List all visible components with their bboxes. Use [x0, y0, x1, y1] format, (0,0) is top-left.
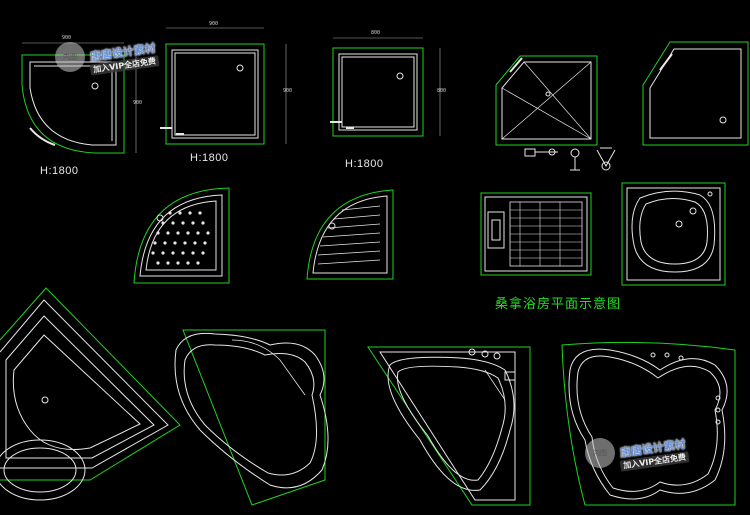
square-bathtub-plan [621, 182, 726, 286]
tray-ribs [317, 205, 381, 265]
sauna-caption: 桑拿浴房平面示意图 [495, 297, 622, 312]
quadrant-shower-tray-dotted [133, 187, 230, 284]
faucet-symbols [524, 147, 616, 171]
watermark-badge-2: 内图 [585, 438, 615, 468]
height-label-2: H:1800 [190, 152, 229, 164]
corner-bathtub-curved [174, 329, 329, 506]
diamond-shower-enclosure [495, 55, 598, 146]
dimension-side-2: 900 [283, 88, 293, 94]
dimension-top-1: 900 [62, 35, 72, 41]
watermark-bottom: 内图 唐唐设计素材 加入VIP全店免费 [585, 437, 690, 472]
neo-angle-shower-enclosure [642, 41, 749, 146]
corner-bathtub-fan [561, 341, 736, 506]
watermark-badge: 内图 [55, 42, 85, 72]
height-label-3: H:1800 [345, 158, 384, 170]
dimension-top-3: 800 [371, 30, 381, 36]
sauna-room-plan [480, 192, 592, 276]
square-shower-enclosure-800 [330, 37, 441, 137]
square-shower-enclosure-900 [160, 27, 287, 145]
dimension-top-2: 900 [209, 21, 219, 27]
dimension-side-1: 900 [133, 100, 143, 106]
height-label-1: H:1800 [40, 165, 79, 177]
corner-bathtub-jetted [367, 346, 531, 506]
corner-bathtub-triangular [0, 287, 181, 501]
watermark-top: 内图 唐唐设计素材 加入VIP全店免费 [55, 41, 160, 76]
quadrant-shower-tray-ribbed [306, 189, 394, 280]
tray-dot-grid [151, 211, 210, 265]
dimension-side-3: 800 [437, 88, 447, 94]
sauna-bench-slats [510, 202, 582, 266]
